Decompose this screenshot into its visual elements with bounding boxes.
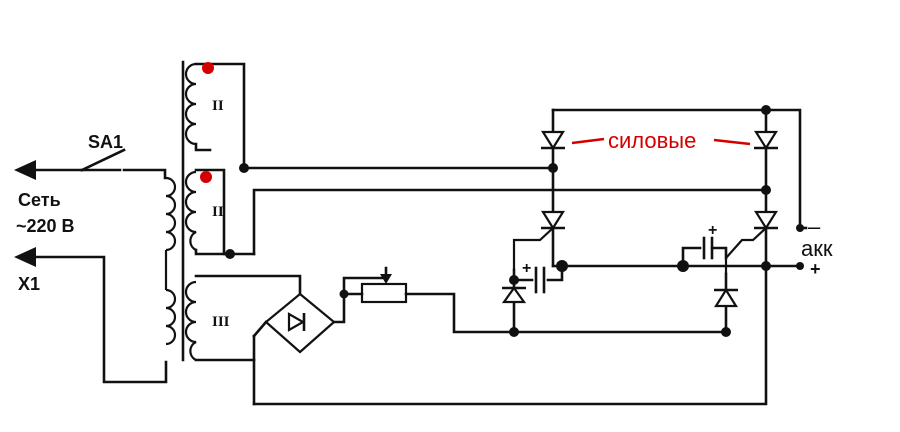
phasing-dot-2a	[202, 62, 214, 74]
battery-plus-label: +	[810, 259, 821, 279]
terminal-minus	[796, 224, 804, 232]
cap-left-plus: +	[522, 260, 531, 277]
connector-label: X1	[18, 274, 40, 294]
bridge-rectifier	[252, 292, 346, 406]
terminal-plus	[796, 262, 804, 270]
junction-5	[761, 185, 771, 195]
junction-11	[721, 327, 731, 337]
battery-minus-label: –	[808, 214, 821, 239]
winding-2b-label: II	[212, 204, 224, 220]
junction-9	[509, 275, 519, 285]
mains-label: Сеть	[18, 190, 61, 210]
mains-input	[14, 148, 168, 384]
power-diodes-label: силовые	[608, 128, 696, 153]
junction-pot	[339, 289, 349, 299]
junction-1	[239, 163, 249, 173]
junction-2	[225, 249, 235, 259]
winding-3-label: III	[212, 314, 230, 330]
winding-2b	[184, 168, 232, 256]
control-left	[501, 264, 564, 334]
primary-winding	[164, 176, 177, 346]
thyristor-right	[724, 210, 778, 274]
power-diode-top-right	[754, 130, 778, 151]
power-diode-top-left	[541, 130, 565, 151]
junction-4	[761, 105, 771, 115]
main-wiring	[228, 108, 808, 406]
winding-3	[184, 274, 302, 362]
control-right	[512, 236, 738, 334]
cap-right-plus: +	[708, 222, 717, 239]
power-label-leader-right	[713, 138, 751, 146]
thyristor-left	[512, 210, 565, 270]
phasing-dot-2b	[200, 171, 212, 183]
junction-8	[761, 261, 771, 271]
potentiometer	[342, 266, 516, 334]
battery-label: акк	[801, 236, 833, 261]
winding-2a	[184, 62, 246, 170]
junction-3	[548, 163, 558, 173]
switch-label: SA1	[88, 132, 123, 152]
voltage-label: ~220 В	[16, 216, 75, 236]
power-label-leader-left	[571, 137, 605, 145]
winding-2a-label: II	[212, 98, 224, 114]
